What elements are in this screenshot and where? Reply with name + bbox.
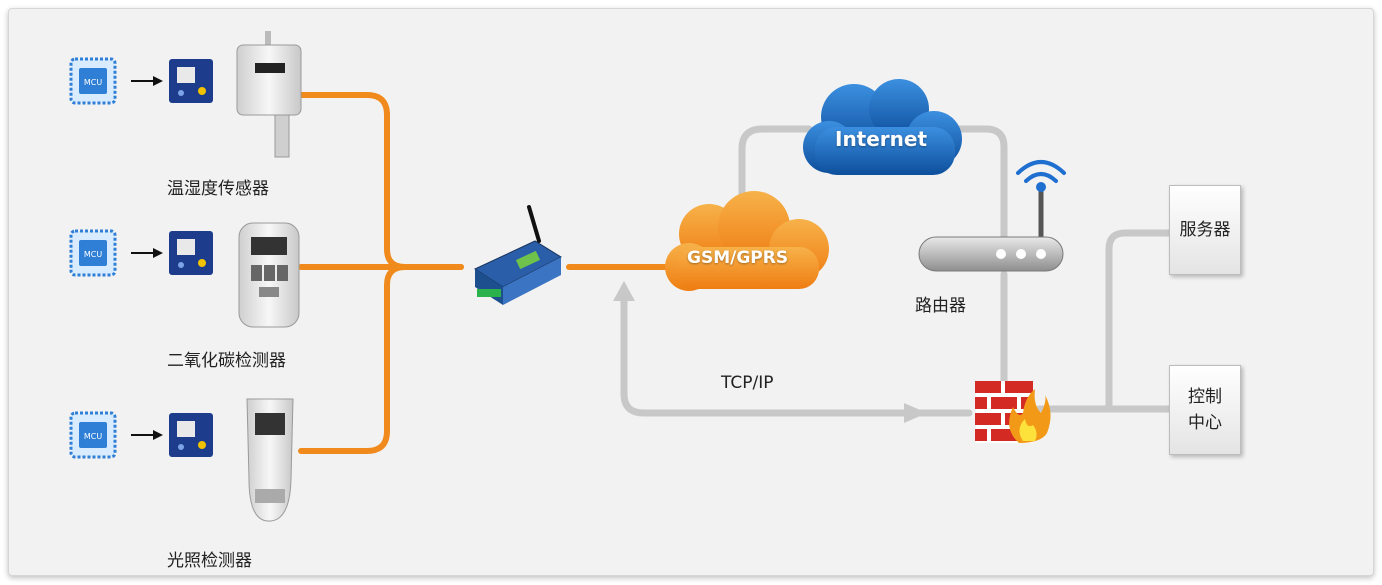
gateway-dtu-icon	[473, 205, 563, 305]
arrow-icons	[131, 76, 163, 440]
control-center-box: 控制 中心	[1169, 365, 1241, 455]
diagram-canvas: MCU MCU MCU	[69, 31, 1173, 522]
tcp-ip-label: TCP/IP	[721, 373, 774, 393]
svg-text:MCU: MCU	[84, 78, 102, 87]
router-label: 路由器	[915, 296, 966, 316]
svg-text:MCU: MCU	[84, 432, 102, 441]
mcu-row-2: MCU	[69, 229, 117, 277]
internet-cloud-label: Internet	[835, 127, 928, 151]
sensor-board-icons	[169, 59, 213, 457]
sensor-label-co2: 二氧化碳检测器	[167, 351, 286, 371]
server-box: 服务器	[1169, 185, 1241, 275]
router-icon	[918, 160, 1066, 272]
diagram-frame: MCU MCU MCU	[8, 8, 1374, 576]
gsm-internet-link	[738, 125, 813, 213]
tcp-arrow-up	[613, 281, 635, 301]
internet-router-link	[940, 125, 1008, 248]
sensor-label-temp-humidity: 温湿度传感器	[167, 179, 269, 199]
firewall-server-link	[1035, 229, 1173, 413]
internet-cloud-icon	[803, 79, 962, 175]
temperature-humidity-sensor-icon	[236, 31, 302, 158]
light-detector-icon	[246, 398, 294, 522]
gray-connection-lines	[620, 125, 1173, 417]
server-label: 服务器	[1179, 220, 1231, 240]
control-center-label-line2: 中心	[1188, 413, 1222, 433]
gsm-gprs-cloud-icon	[665, 191, 829, 291]
orange-connection-lines	[298, 92, 680, 454]
firewall-icon	[975, 381, 1051, 443]
sensor-label-light: 光照检测器	[167, 551, 252, 571]
svg-text:MCU: MCU	[84, 250, 102, 259]
gsm-gprs-cloud-label: GSM/GPRS	[687, 248, 789, 268]
control-center-label-line1: 控制	[1188, 387, 1222, 407]
mcu-row-3: MCU	[69, 411, 117, 459]
sensor3-line	[298, 264, 408, 454]
co2-detector-icon	[238, 222, 300, 328]
mcu-row-1: MCU	[69, 57, 117, 105]
tcp-ip-loop	[620, 285, 973, 417]
sensor1-line	[298, 92, 464, 270]
tcp-arrow-right	[904, 403, 927, 423]
